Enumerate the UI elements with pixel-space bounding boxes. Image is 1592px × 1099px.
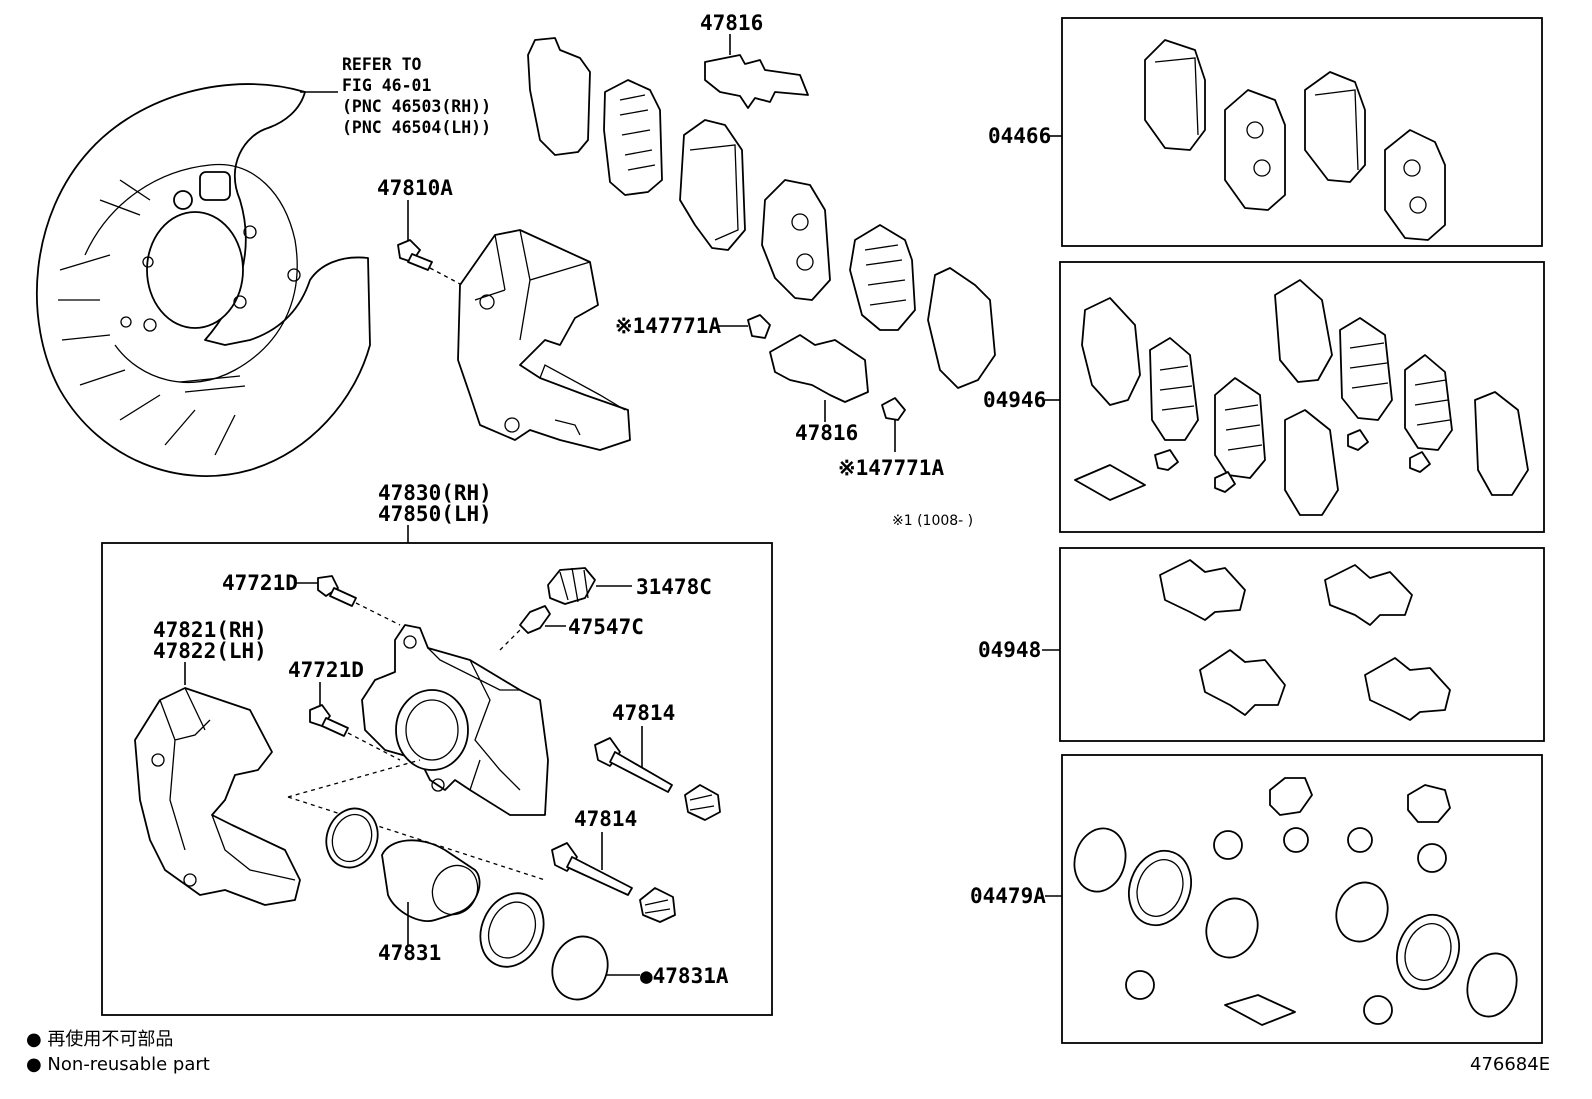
figure-id: 476684E (1470, 1054, 1550, 1075)
kit-04466: 04466 (988, 17, 1543, 247)
kit-04466-box (1061, 17, 1543, 247)
shim-47816-mid: 47816 (769, 334, 869, 445)
label-04946: 04946 (983, 388, 1046, 412)
label-31478c: 31478C (636, 575, 712, 599)
label-47816-mid: 47816 (795, 421, 858, 445)
label-47830-rh: 47830(RH) (378, 481, 492, 505)
label-47831a: ●47831A (640, 964, 729, 988)
bolt-47810a: 47810A (377, 176, 463, 286)
refer-line-2: FIG 46-01 (342, 76, 431, 95)
refer-line-4: (PNC 46504(LH)) (342, 118, 491, 137)
kit-04946-box (1059, 261, 1545, 533)
refer-line-1: REFER TO (342, 55, 422, 74)
kit-04479a: 04479A (970, 754, 1543, 1044)
label-04948: 04948 (978, 638, 1041, 662)
label-47814-a: 47814 (612, 701, 675, 725)
kit-04948: 04948 (978, 547, 1545, 742)
label-04479a: 04479A (970, 884, 1046, 908)
refer-note: REFER TO FIG 46-01 (PNC 46503(RH)) (PNC … (300, 55, 491, 137)
caliper-assembly: 47830(RH) 47850(LH) 47721D 31478C 47547C… (101, 481, 773, 1016)
label-47721d-b: 47721D (288, 658, 364, 682)
label-47850-lh: 47850(LH) (378, 502, 492, 526)
legend-en: ● Non-reusable part (26, 1054, 210, 1075)
pad-shim-group: 47816 (527, 11, 996, 389)
label-47547c: 47547C (568, 615, 644, 639)
clip-47771a-upper: ※147771A (615, 314, 771, 339)
label-47814-b: 47814 (574, 807, 637, 831)
label-47810a: 47810A (377, 176, 453, 200)
caliper-mounting-bracket (457, 229, 631, 451)
footnote: ※1 (1008- ) (892, 513, 973, 529)
label-04466: 04466 (988, 124, 1051, 148)
refer-line-3: (PNC 46503(RH)) (342, 97, 491, 116)
label-47831: 47831 (378, 941, 441, 965)
label-47822-lh: 47822(LH) (153, 639, 267, 663)
legend-jp: ● 再使用不可部品 (26, 1029, 173, 1050)
kit-04946: 04946 (983, 261, 1545, 533)
caliper-assembly-box (101, 542, 773, 1016)
label-47721d-a: 47721D (222, 571, 298, 595)
label-47816-top: 47816 (700, 11, 763, 35)
legend: ● 再使用不可部品 ● Non-reusable part (26, 1029, 210, 1075)
dust-shield (35, 83, 371, 477)
label-47771a-a: ※147771A (615, 314, 721, 338)
label-47771a-b: ※147771A (838, 456, 944, 480)
kit-04948-box (1059, 547, 1545, 742)
kit-04479a-box (1061, 754, 1543, 1044)
clip-47771a-lower: ※147771A (838, 397, 944, 480)
label-47821-rh: 47821(RH) (153, 618, 267, 642)
